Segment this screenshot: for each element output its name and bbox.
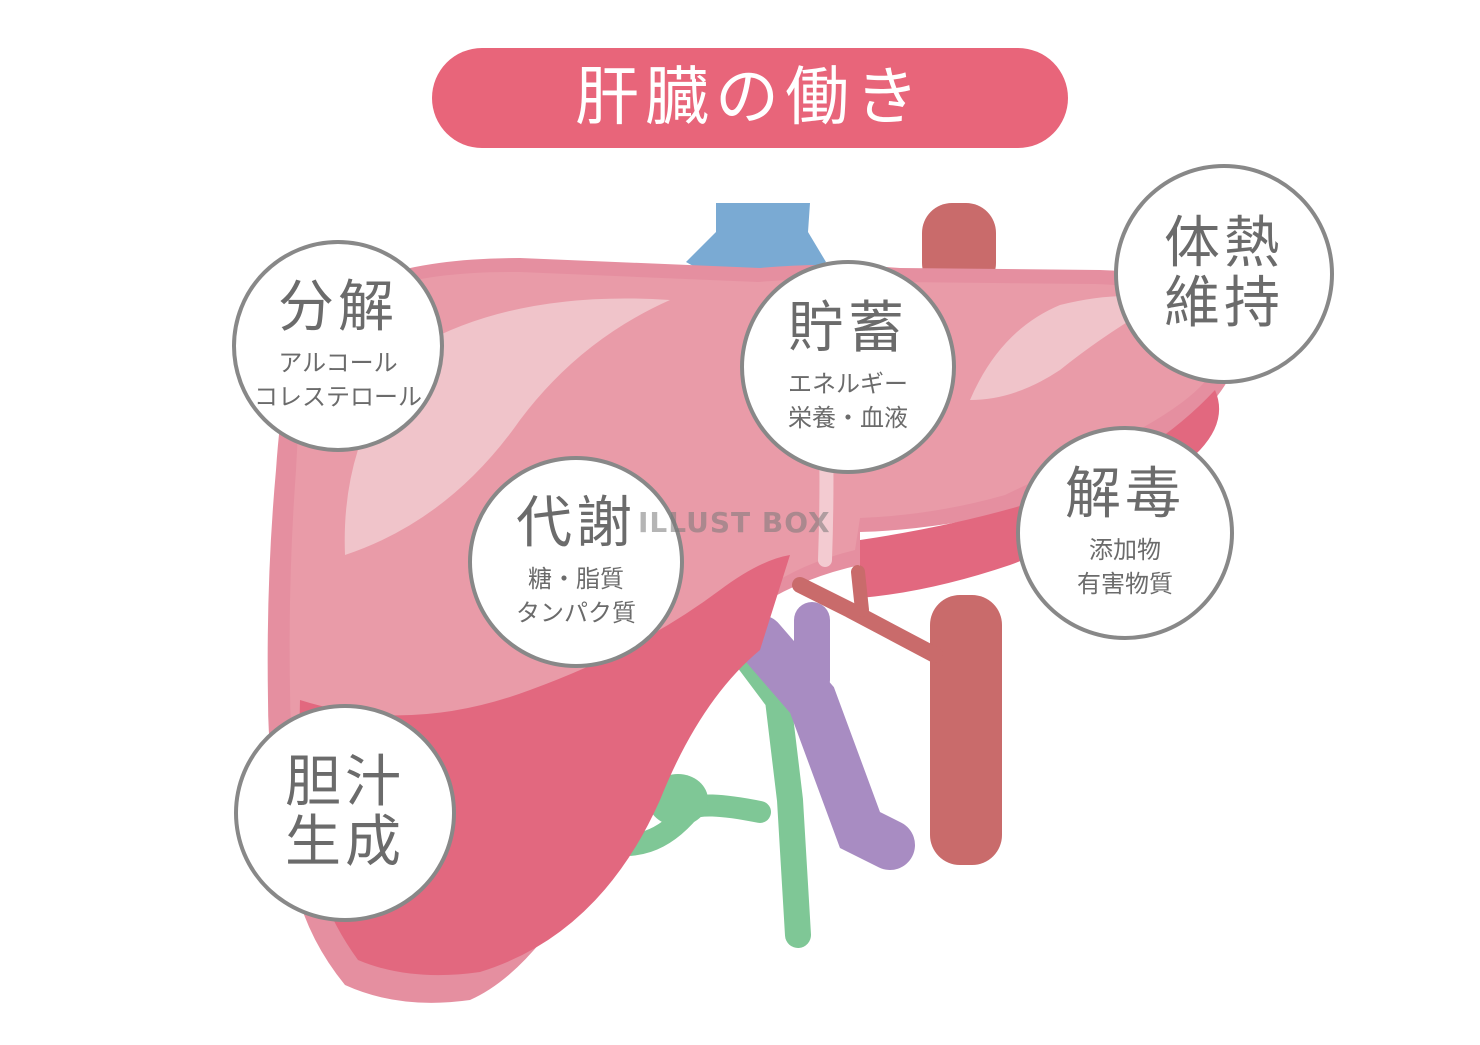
function-detail: 栄養・血液 (788, 404, 908, 433)
function-title: 胆汁 (285, 749, 405, 815)
watermark-text: ILLUST BOX (638, 506, 831, 539)
function-bubble-body-heat: 体熱 維持 (1114, 164, 1334, 384)
function-detail: タンパク質 (516, 599, 636, 628)
function-detail: 添加物 (1089, 535, 1161, 564)
page-title: 肝臓の働き (575, 61, 925, 135)
function-bubble-decomposition: 分解 アルコール コレステロール (232, 240, 444, 452)
function-bubble-bile-production: 胆汁 生成 (234, 704, 456, 922)
function-detail: エネルギー (788, 369, 908, 398)
function-title: 維持 (1164, 271, 1284, 336)
aorta-icon (930, 595, 1002, 865)
function-title: 体熱 (1164, 210, 1284, 276)
function-detail: コレステロール (254, 383, 422, 412)
portal-vein-icon (735, 602, 915, 870)
function-bubble-metabolism: 代謝 糖・脂質 タンパク質 (468, 456, 684, 668)
function-title: 解毒 (1065, 462, 1185, 528)
function-detail: 有害物質 (1077, 570, 1173, 599)
hepatic-artery-icon (792, 565, 943, 663)
function-title: 代謝 (516, 491, 636, 557)
function-detail: 糖・脂質 (528, 564, 624, 593)
function-title: 貯蓄 (788, 296, 908, 362)
function-title: 分解 (278, 275, 398, 341)
function-title: 生成 (285, 810, 405, 875)
title-banner: 肝臓の働き (432, 48, 1068, 148)
function-bubble-detox: 解毒 添加物 有害物質 (1016, 426, 1234, 640)
function-detail: アルコール (278, 348, 398, 377)
function-bubble-storage: 貯蓄 エネルギー 栄養・血液 (740, 260, 956, 474)
